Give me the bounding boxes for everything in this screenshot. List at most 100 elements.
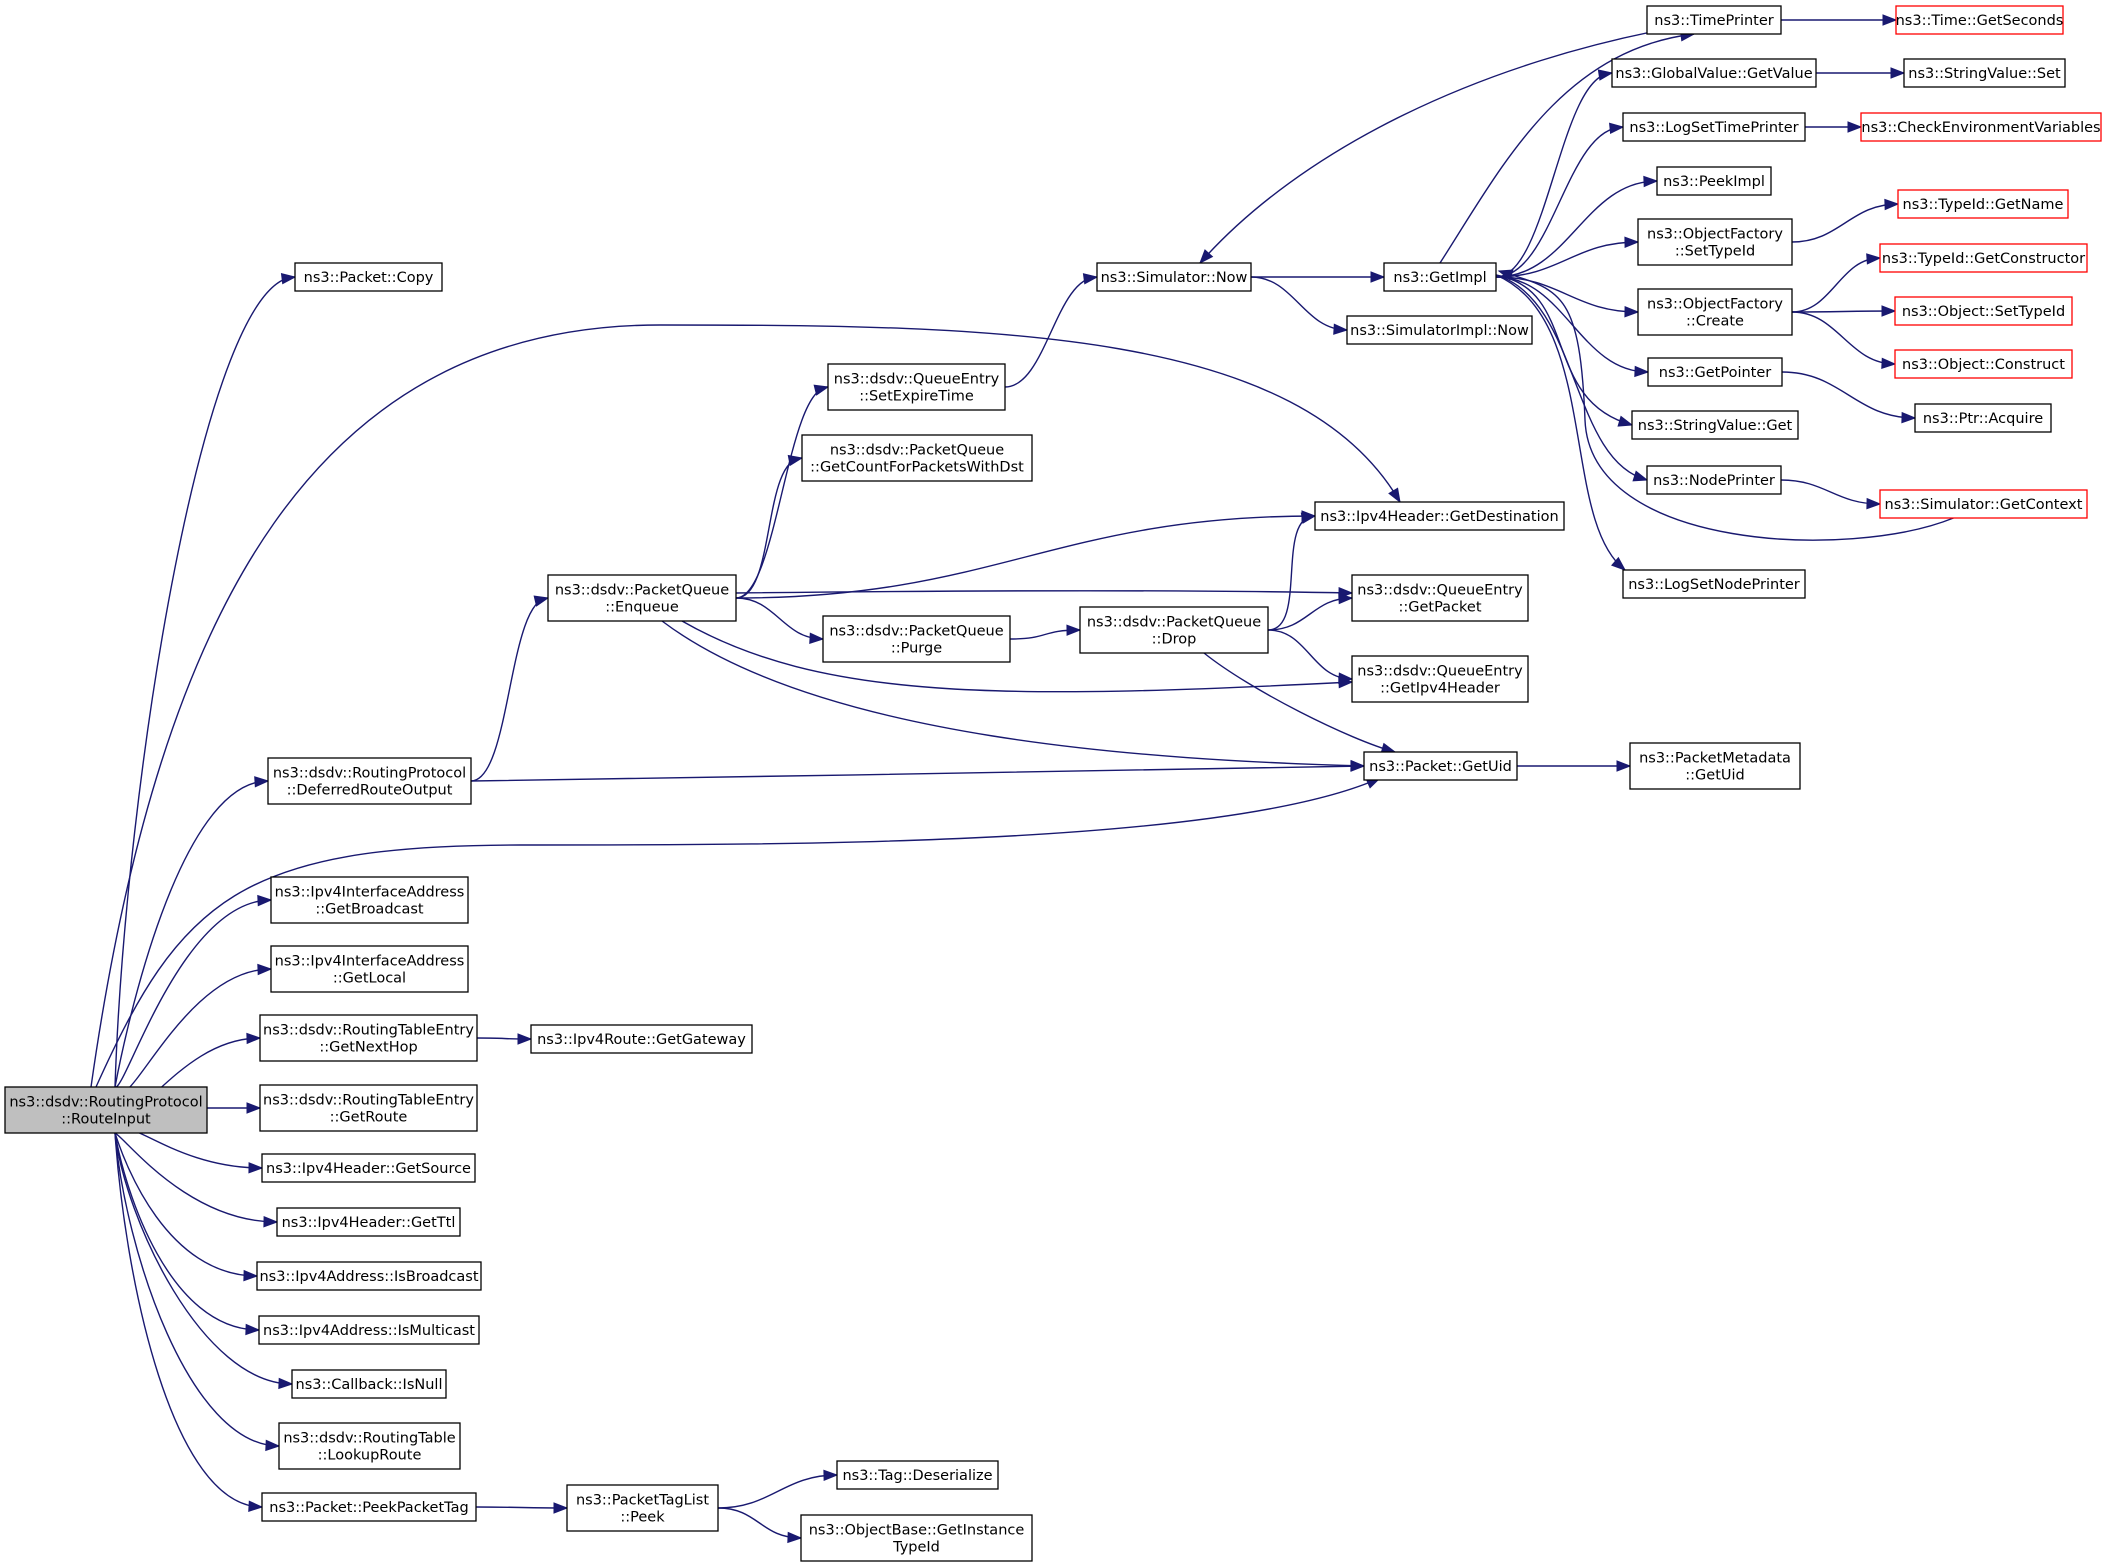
node-label-line: ns3::Ptr::Acquire [1923,411,2043,427]
node-qe_getipv4[interactable]: ns3::dsdv::QueueEntry::GetIpv4Header [1351,655,1529,703]
edge-getimpl-to-getpointer [1495,276,1650,378]
node-box [1622,569,1806,599]
node-sim_getcontext[interactable]: ns3::Simulator::GetContext [1879,489,2088,519]
node-pm_getuid[interactable]: ns3::PacketMetadata::GetUid [1629,742,1801,790]
node-getttl[interactable]: ns3::Ipv4Header::GetTtl [276,1207,461,1237]
edge-enqueue-to-setexpire [735,384,830,599]
node-label-line: ns3::TimePrinter [1654,13,1774,29]
node-peekpackettag[interactable]: ns3::Packet::PeekPacketTag [261,1492,477,1522]
node-packet_copy[interactable]: ns3::Packet::Copy [294,262,443,292]
node-drop[interactable]: ns3::dsdv::PacketQueue::Drop [1079,606,1269,654]
edge-arrowhead [278,1377,294,1390]
edge-line [1495,180,1658,278]
node-box [1622,112,1806,142]
node-timeprinter[interactable]: ns3::TimePrinter [1646,5,1782,35]
edge-arrowhead [1370,271,1386,283]
edge-root-to-getttl [114,1132,279,1228]
node-tag_deser[interactable]: ns3::Tag::Deserialize [836,1460,999,1490]
node-ismulticast[interactable]: ns3::Ipv4Address::IsMulticast [258,1315,480,1345]
node-isnull[interactable]: ns3::Callback::IsNull [291,1369,447,1399]
node-getnexthop[interactable]: ns3::dsdv::RoutingTableEntry::GetNextHop [259,1014,478,1062]
node-sv_set[interactable]: ns3::StringValue::Set [1903,58,2066,88]
node-sv_get[interactable]: ns3::StringValue::Get [1631,410,1799,440]
node-label-line: ns3::GlobalValue::GetValue [1615,66,1812,82]
edge-arrowhead [265,1439,281,1452]
node-box [1637,218,1793,266]
node-getcount[interactable]: ns3::dsdv::PacketQueue::GetCountForPacke… [801,434,1033,482]
node-nodeprinter[interactable]: ns3::NodePrinter [1646,465,1782,495]
node-purge[interactable]: ns3::dsdv::PacketQueue::Purge [822,615,1011,663]
node-of_create[interactable]: ns3::ObjectFactory::Create [1637,288,1793,336]
node-getdest[interactable]: ns3::Ipv4Header::GetDestination [1314,501,1565,531]
node-getuid[interactable]: ns3::Packet::GetUid [1363,751,1518,781]
edge-line [1495,274,1626,571]
node-deferred[interactable]: ns3::dsdv::RoutingProtocol::DeferredRout… [267,757,472,805]
edge-line [735,457,803,599]
node-gv_getvalue[interactable]: ns3::GlobalValue::GetValue [1611,58,1817,88]
edge-arrowhead [1882,14,1898,26]
edge-line [90,324,1401,1088]
node-ptr_acquire[interactable]: ns3::Ptr::Acquire [1914,403,2052,433]
node-getimpl[interactable]: ns3::GetImpl [1383,262,1497,292]
node-getroute[interactable]: ns3::dsdv::RoutingTableEntry::GetRoute [259,1084,478,1132]
node-setexpire[interactable]: ns3::dsdv::QueueEntry::SetExpireTime [827,363,1006,411]
node-getbroadcast[interactable]: ns3::Ipv4InterfaceAddress::GetBroadcast [270,876,469,924]
node-of_settypeid[interactable]: ns3::ObjectFactory::SetTypeId [1637,218,1793,266]
edge-line [1250,276,1348,331]
node-isbroadcast[interactable]: ns3::Ipv4Address::IsBroadcast [256,1261,482,1291]
node-getpointer[interactable]: ns3::GetPointer [1647,357,1783,387]
node-obj_settypeid[interactable]: ns3::Object::SetTypeId [1894,296,2073,326]
node-getsource[interactable]: ns3::Ipv4Header::GetSource [261,1153,476,1183]
edge-enqueue-to-qe_getpacket [735,587,1354,599]
node-label-line: ::Enqueue [605,600,679,616]
edge-arrowhead [1847,121,1863,133]
node-box [291,1369,447,1399]
node-logsetnodeprinter[interactable]: ns3::LogSetNodePrinter [1622,569,1806,599]
edge-arrowhead [1611,556,1627,571]
node-enqueue[interactable]: ns3::dsdv::PacketQueue::Enqueue [547,574,737,622]
node-obj_construct[interactable]: ns3::Object::Construct [1894,349,2073,379]
node-typeid_getctor[interactable]: ns3::TypeId::GetConstructor [1879,243,2088,273]
node-checkenv[interactable]: ns3::CheckEnvironmentVariables [1860,112,2102,142]
node-time_getseconds[interactable]: ns3::Time::GetSeconds [1895,5,2064,35]
node-label-line: ns3::dsdv::RoutingTableEntry [263,1023,474,1039]
node-qe_getpacket[interactable]: ns3::dsdv::QueueEntry::GetPacket [1351,574,1529,622]
node-lookuproute[interactable]: ns3::dsdv::RoutingTable::LookupRoute [278,1422,461,1470]
node-label-line: ns3::NodePrinter [1653,473,1775,489]
node-logsettimeprinter[interactable]: ns3::LogSetTimePrinter [1622,112,1806,142]
edge-enqueue-to-getdest [735,510,1317,599]
node-getgateway[interactable]: ns3::Ipv4Route::GetGateway [530,1024,753,1054]
edge-enqueue-to-getcount [735,454,804,599]
node-typeid_getname[interactable]: ns3::TypeId::GetName [1897,189,2069,219]
node-root[interactable]: ns3::dsdv::RoutingProtocol::RouteInput [4,1086,208,1134]
node-label-line: ns3::Packet::GetUid [1369,759,1512,775]
edge-line [114,1127,263,1169]
node-box [276,1207,461,1237]
node-label-line: ::SetTypeId [1675,244,1755,260]
edge-arrowhead [246,1102,262,1114]
edge-line [1780,479,1881,505]
node-box [256,1261,482,1291]
node-sim_now[interactable]: ns3::Simulator::Now [1096,262,1252,292]
edge-peekpackettag-to-taglist_peek [475,1502,569,1514]
edge-arrowhead [1617,415,1634,427]
node-getlocal[interactable]: ns3::Ipv4InterfaceAddress::GetLocal [270,945,469,993]
edge-getimpl-to-peekimpl [1495,175,1659,278]
node-box [259,1084,478,1132]
node-simimpl_now[interactable]: ns3::SimulatorImpl::Now [1346,315,1533,345]
edge-arrowhead [1890,67,1906,79]
node-peekimpl[interactable]: ns3::PeekImpl [1656,166,1772,196]
edge-line [114,1132,260,1331]
edge-line [1495,274,1633,426]
edge-arrowhead [254,776,270,788]
node-taglist_peek[interactable]: ns3::PacketTagList::Peek [566,1484,719,1532]
edge-arrowhead [1616,760,1632,772]
edge-arrowhead [248,1500,264,1512]
edge-line [1004,276,1098,388]
edge-of_create-to-typeid_getctor [1791,253,1882,313]
node-label-line: ns3::Tag::Deserialize [842,1468,992,1484]
node-box [1351,655,1529,703]
node-label-line: ::Purge [891,641,942,657]
node-label-line: ns3::GetImpl [1393,270,1486,286]
